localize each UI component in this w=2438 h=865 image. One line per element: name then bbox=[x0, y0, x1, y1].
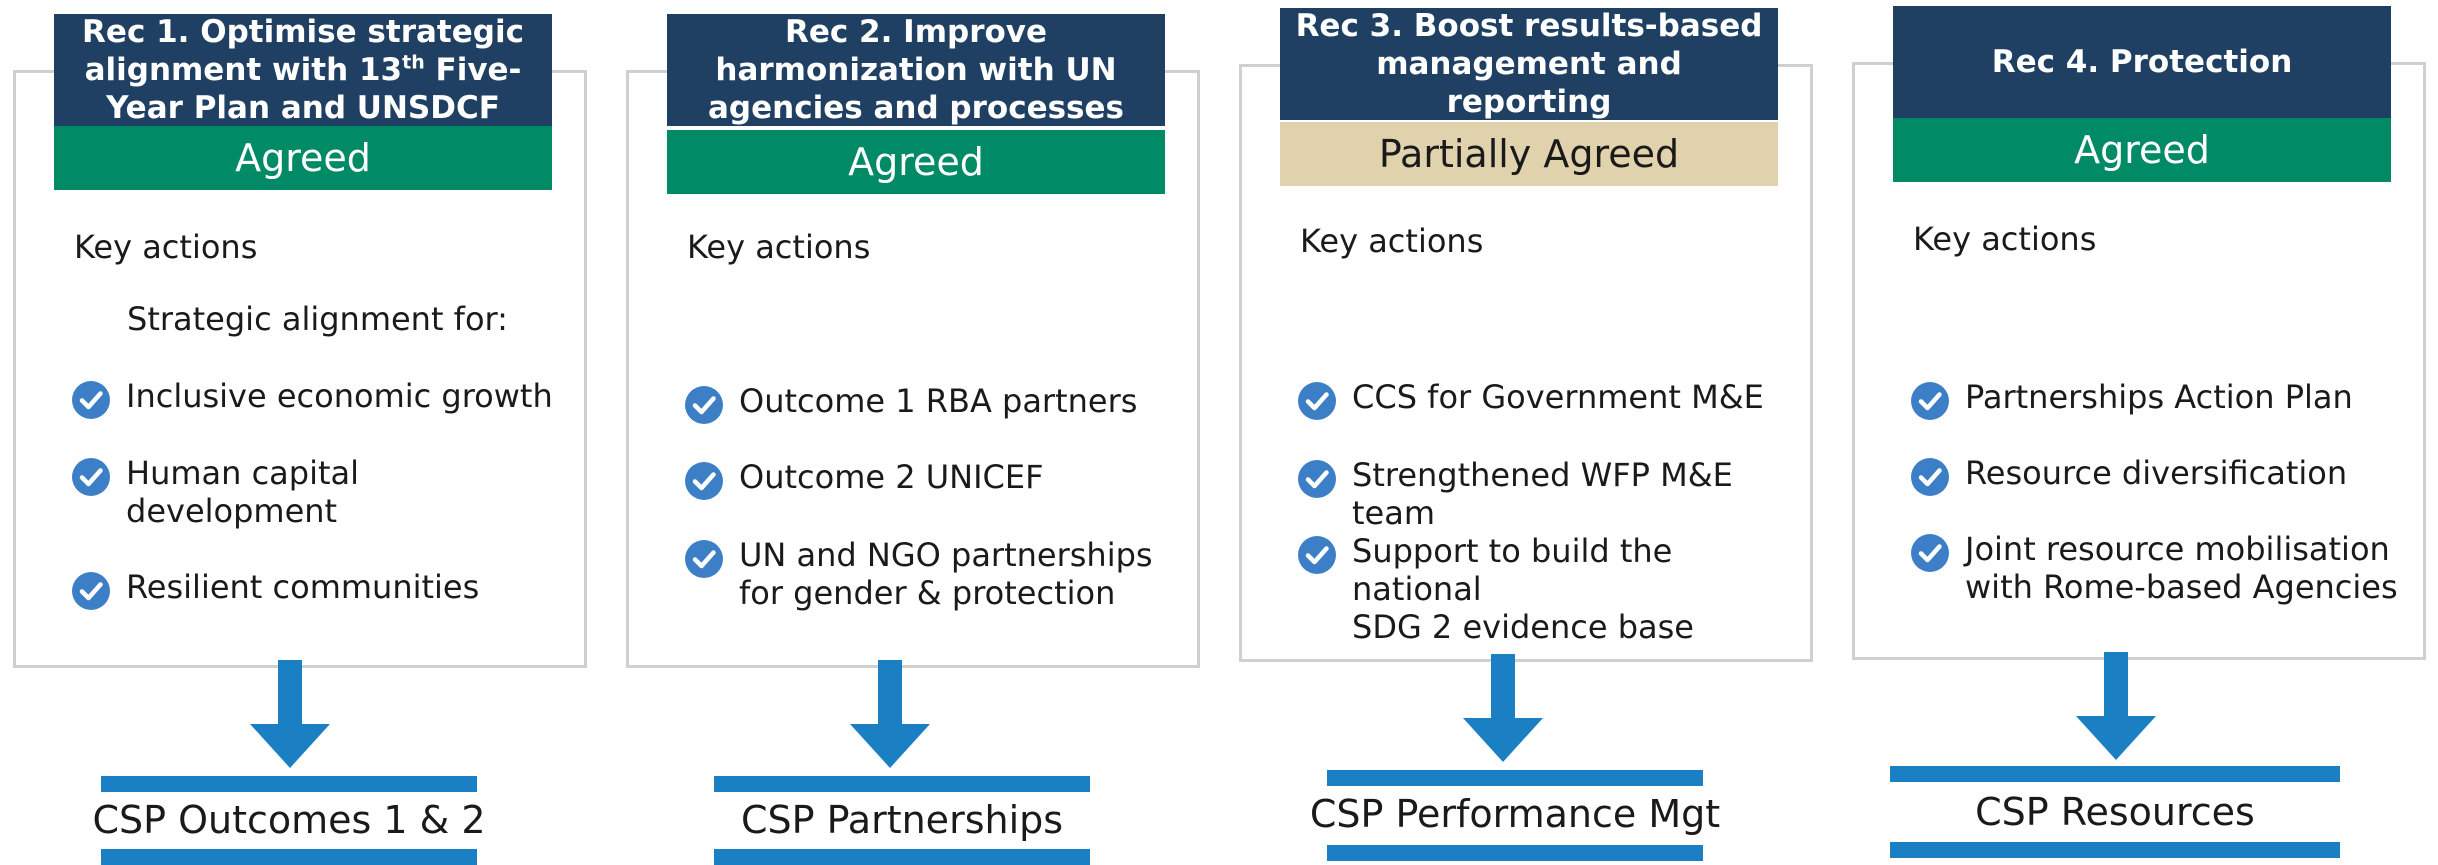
rec-2-title-line2: harmonization with UN bbox=[715, 52, 1117, 88]
rec-1-action-2-label: Human capital development bbox=[126, 454, 360, 530]
rec-2-action-1-label: Outcome 1 RBA partners bbox=[739, 382, 1138, 420]
rec-4-status: Agreed bbox=[1893, 118, 2391, 182]
rec-3-action-3: Support to build the national SDG 2 evid… bbox=[1298, 532, 1798, 646]
rec-2-action-2-label: Outcome 2 UNICEF bbox=[739, 458, 1044, 496]
rec-2-action-2: Outcome 2 UNICEF bbox=[685, 458, 1185, 500]
rec-1-title-line2b: Five- bbox=[424, 52, 522, 88]
rec-1-title-line2a: alignment with 13 bbox=[84, 52, 403, 88]
rec-2-action-3: UN and NGO partnerships for gender & pro… bbox=[685, 536, 1185, 612]
rec-4-action-1: Partnerships Action Plan bbox=[1911, 378, 2411, 420]
check-icon bbox=[685, 540, 723, 578]
rec-4-action-2: Resource diversification bbox=[1911, 454, 2411, 496]
outcome-bar-top bbox=[101, 776, 477, 792]
rec-1-action-1: Inclusive economic growth bbox=[72, 377, 572, 419]
rec-1-action-3: Resilient communities bbox=[72, 568, 572, 610]
rec-1-action-1-label: Inclusive economic growth bbox=[126, 377, 553, 415]
rec-4-action-3: Joint resource mobilisation with Rome-ba… bbox=[1911, 530, 2411, 606]
rec-1-title-line3: Year Plan and UNSDCF bbox=[106, 90, 500, 126]
check-icon bbox=[1911, 382, 1949, 420]
rec-3-action-2: Strengthened WFP M&E team bbox=[1298, 456, 1798, 532]
rec-3-key-actions: Key actions bbox=[1300, 222, 1484, 260]
rec-4-action-3-label: Joint resource mobilisation with Rome-ba… bbox=[1965, 530, 2398, 606]
rec-1-action-3-label: Resilient communities bbox=[126, 568, 480, 606]
check-icon bbox=[72, 572, 110, 610]
down-arrow-icon bbox=[2076, 652, 2156, 760]
rec-4-action-2-label: Resource diversification bbox=[1965, 454, 2348, 492]
rec-1-column: Rec 1. Optimise strategic alignment with… bbox=[13, 0, 593, 865]
rec-4-outcome: CSP Resources bbox=[1975, 790, 2255, 834]
down-arrow-icon bbox=[1463, 654, 1543, 762]
rec-3-status: Partially Agreed bbox=[1280, 122, 1778, 186]
rec-1-title: Rec 1. Optimise strategic alignment with… bbox=[54, 14, 552, 126]
check-icon bbox=[1298, 536, 1336, 574]
check-icon bbox=[1911, 534, 1949, 572]
rec-2-title-line1: Rec 2. Improve bbox=[784, 14, 1048, 50]
rec-2-outcome: CSP Partnerships bbox=[740, 798, 1064, 842]
outcome-bar-bottom bbox=[1327, 845, 1703, 861]
outcome-bar-top bbox=[1327, 770, 1703, 786]
check-icon bbox=[685, 462, 723, 500]
rec-3-outcome: CSP Performance Mgt bbox=[1309, 792, 1721, 836]
rec-2-column: Rec 2. Improve harmonization with UN age… bbox=[626, 0, 1206, 865]
rec-3-action-3-label: Support to build the national SDG 2 evid… bbox=[1352, 532, 1694, 646]
rec-2-key-actions: Key actions bbox=[687, 228, 871, 266]
rec-1-key-actions: Key actions bbox=[74, 228, 258, 266]
rec-3-action-2-label: Strengthened WFP M&E team bbox=[1352, 456, 1733, 532]
rec-1-outcome: CSP Outcomes 1 & 2 bbox=[92, 798, 486, 842]
rec-3-action-1: CCS for Government M&E bbox=[1298, 378, 1798, 420]
check-icon bbox=[1298, 460, 1336, 498]
rec-4-action-1-label: Partnerships Action Plan bbox=[1965, 378, 2353, 416]
check-icon bbox=[1911, 458, 1949, 496]
check-icon bbox=[72, 381, 110, 419]
rec-1-title-sup: th bbox=[402, 51, 425, 74]
rec-3-title-line2: management and bbox=[1376, 46, 1682, 82]
rec-1-title-line1: Rec 1. Optimise strategic bbox=[82, 14, 524, 50]
rec-2-action-1: Outcome 1 RBA partners bbox=[685, 382, 1185, 424]
down-arrow-icon bbox=[250, 660, 330, 768]
rec-4-column: Rec 4. Protection Agreed Key actions Par… bbox=[1852, 0, 2432, 864]
rec-1-status: Agreed bbox=[54, 126, 552, 190]
rec-1-sublabel: Strategic alignment for: bbox=[127, 300, 508, 338]
rec-4-key-actions: Key actions bbox=[1913, 220, 2097, 258]
check-icon bbox=[685, 386, 723, 424]
rec-3-title: Rec 3. Boost results-based management an… bbox=[1280, 8, 1778, 120]
outcome-bar-top bbox=[1890, 766, 2340, 782]
rec-4-title-line1: Rec 4. Protection bbox=[1991, 44, 2293, 80]
rec-2-title-line3: agencies and processes bbox=[707, 90, 1124, 126]
check-icon bbox=[72, 458, 110, 496]
rec-3-title-line1: Rec 3. Boost results-based bbox=[1295, 8, 1763, 44]
rec-2-status: Agreed bbox=[667, 130, 1165, 194]
outcome-bar-bottom bbox=[1890, 842, 2340, 858]
rec-2-title: Rec 2. Improve harmonization with UN age… bbox=[667, 14, 1165, 126]
outcome-bar-top bbox=[714, 776, 1090, 792]
rec-3-action-1-label: CCS for Government M&E bbox=[1352, 378, 1764, 416]
rec-3-column: Rec 3. Boost results-based management an… bbox=[1239, 0, 1819, 864]
rec-2-action-3-label: UN and NGO partnerships for gender & pro… bbox=[739, 536, 1153, 612]
rec-3-title-line3: reporting bbox=[1446, 84, 1612, 120]
outcome-bar-bottom bbox=[101, 849, 477, 865]
rec-4-title: Rec 4. Protection bbox=[1893, 6, 2391, 118]
rec-1-action-2: Human capital development bbox=[72, 454, 572, 530]
down-arrow-icon bbox=[850, 660, 930, 768]
outcome-bar-bottom bbox=[714, 849, 1090, 865]
check-icon bbox=[1298, 382, 1336, 420]
